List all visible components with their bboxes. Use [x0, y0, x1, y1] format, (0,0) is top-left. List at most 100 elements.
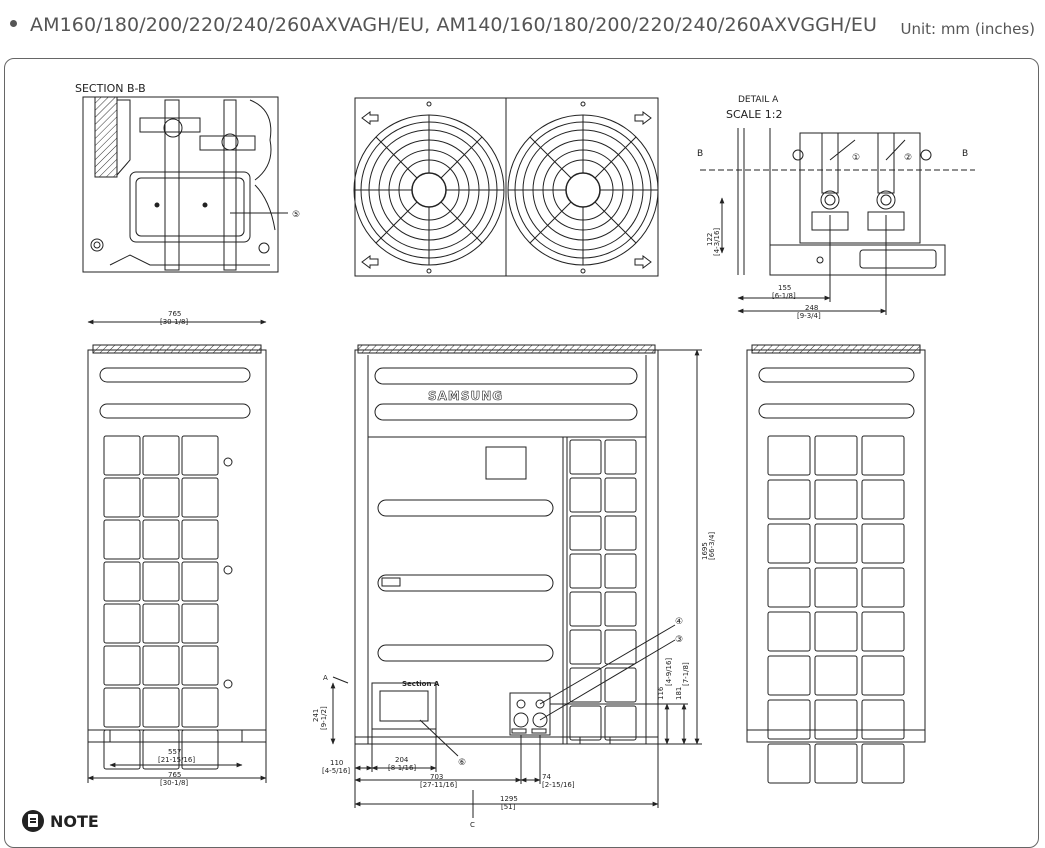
dim-1295-in: [51] [501, 803, 516, 811]
grille-cell [103, 729, 141, 770]
dim-155-in: [6-1/8] [772, 292, 796, 300]
dim-765-bottom: 765 [168, 771, 181, 779]
grille-cell [142, 477, 180, 518]
grille-cell [142, 687, 180, 728]
dim-204-in: [8-1/16] [388, 764, 416, 772]
grille-cell [103, 477, 141, 518]
section-bb-title: SECTION B-B [75, 82, 146, 95]
grille-cell [814, 567, 858, 608]
grille-cell [181, 687, 219, 728]
unit-label: Unit: mm (inches) [900, 20, 1035, 38]
dim-110-in: [4-5/16] [322, 767, 350, 775]
grille-cell [861, 655, 905, 696]
grille-cell [181, 645, 219, 686]
dim-248-in: [9-3/4] [797, 312, 821, 320]
dim-765-top: 765 [168, 310, 181, 318]
callout-4: ④ [675, 617, 683, 627]
grille-cell [569, 667, 602, 703]
dim-765-bottom-in: [30-1/8] [160, 779, 188, 787]
grille-cell [569, 629, 602, 665]
grille-cell [142, 519, 180, 560]
grille-cell [814, 435, 858, 476]
grille-cell [767, 611, 811, 652]
grille-cell [181, 603, 219, 644]
dim-241: 241 [312, 709, 320, 722]
callout-3: ③ [675, 635, 683, 645]
grille-cell [569, 439, 602, 475]
grille-cell [103, 519, 141, 560]
detail-a-view [700, 128, 975, 315]
detail-a-scale: SCALE 1:2 [726, 108, 782, 121]
grille-cell [861, 435, 905, 476]
grille-cell [181, 519, 219, 560]
dim-116-in: [4-9/16] [665, 658, 673, 686]
dim-703: 703 [430, 773, 443, 781]
dim-181-in: [7-1/8] [682, 662, 690, 686]
grille-cell [569, 705, 602, 741]
dim-122: 122 [706, 233, 714, 246]
grille-cell [767, 567, 811, 608]
dim-122-in: [4-3/16] [713, 228, 721, 256]
grille-cell [181, 435, 219, 476]
grille-cell [569, 515, 602, 551]
grille-cell [604, 477, 637, 513]
section-mark-right: B [962, 149, 968, 159]
top-view-fans [353, 97, 659, 277]
grille-cell [103, 561, 141, 602]
grille-cell [181, 561, 219, 602]
grille-cell [814, 479, 858, 520]
grille-cell [142, 729, 180, 770]
grille-cell [103, 645, 141, 686]
dim-74-in: [2-15/16] [542, 781, 575, 789]
grille-cell [604, 629, 637, 665]
grille-cell [569, 553, 602, 589]
label-a: A [323, 674, 328, 682]
bullet-icon [10, 20, 17, 27]
grille-cell [604, 553, 637, 589]
right-side-grid [767, 435, 905, 784]
dim-204: 204 [395, 756, 409, 764]
grille-cell [861, 743, 905, 784]
dim-557-in: [21-15/16] [158, 756, 195, 764]
grille-cell [604, 667, 637, 703]
detail-a-title: DETAIL A [738, 95, 779, 105]
grille-cell [569, 591, 602, 627]
dim-703-in: [27-11/16] [420, 781, 457, 789]
left-side-view [87, 319, 267, 783]
dim-181: 181 [675, 687, 683, 700]
grille-cell [103, 687, 141, 728]
grille-cell [814, 743, 858, 784]
callout-5: ⑤ [292, 210, 300, 220]
model-title: AM160/180/200/220/240/260AXVAGH/EU, AM14… [30, 14, 877, 36]
callout-2: ② [904, 153, 912, 163]
grille-cell [569, 477, 602, 513]
document-icon [22, 810, 44, 832]
dim-765-top-in: [30-1/8] [160, 318, 188, 326]
grille-cell [767, 699, 811, 740]
grille-cell [604, 515, 637, 551]
grille-cell [861, 699, 905, 740]
grille-cell [767, 435, 811, 476]
grille-cell [767, 655, 811, 696]
page-header: AM160/180/200/220/240/260AXVAGH/EU, AM14… [10, 14, 1035, 44]
section-mark-left: B [697, 149, 703, 159]
dim-241-in: [9-1/2] [320, 706, 328, 730]
grille-cell [767, 479, 811, 520]
note-label: NOTE [50, 812, 99, 831]
front-view [330, 344, 702, 818]
samsung-logo: SAMSUNG [428, 389, 503, 403]
grille-cell [861, 523, 905, 564]
left-side-grid [103, 435, 219, 770]
grille-cell [142, 603, 180, 644]
dim-1295: 1295 [500, 795, 518, 803]
grille-cell [814, 655, 858, 696]
grille-cell [767, 743, 811, 784]
section-a-label: Section A [402, 680, 440, 688]
grille-cell [604, 705, 637, 741]
grille-cell [181, 729, 219, 770]
grille-cell [861, 611, 905, 652]
grille-cell [181, 477, 219, 518]
dim-116: 116 [657, 686, 665, 700]
grille-cell [767, 523, 811, 564]
